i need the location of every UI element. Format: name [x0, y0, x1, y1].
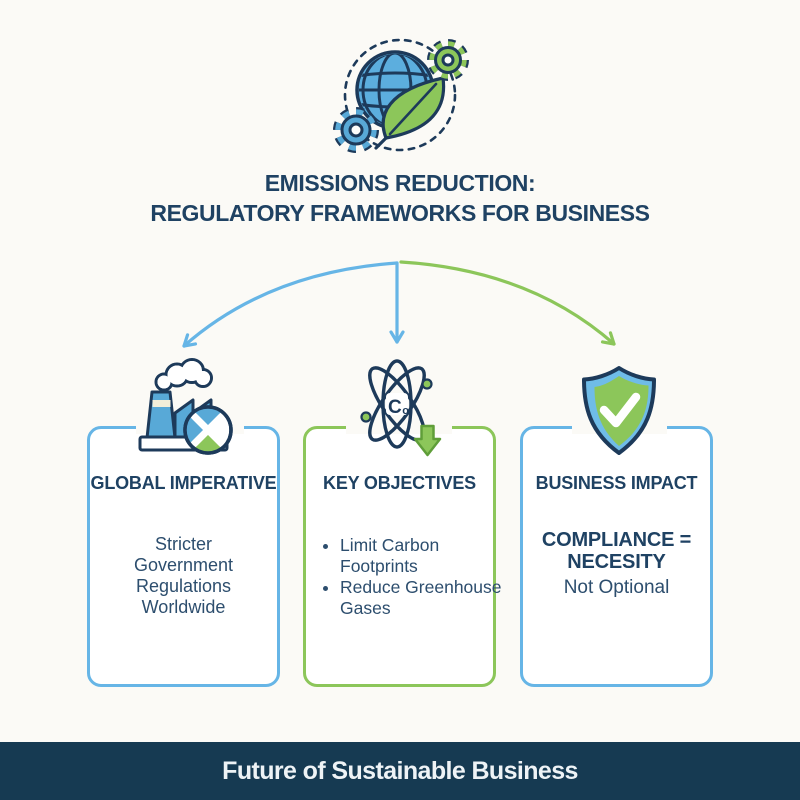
checkmark-icon: [599, 392, 641, 428]
card-title: BUSINESS IMPACT: [535, 473, 698, 493]
statement-line: NECESITY: [567, 551, 666, 573]
restriction-badge-icon: [183, 405, 233, 455]
card-global-imperative: GLOBAL IMPERATIVE Stricter Government Re…: [87, 426, 280, 687]
card-title: GLOBAL IMPERATIVE: [90, 473, 277, 493]
atom-core: [386, 393, 408, 415]
arrow-left-icon: [182, 261, 399, 348]
gear-icon-green: [427, 39, 469, 81]
factory-emissions-icon: [138, 358, 233, 455]
smokestack-band: [152, 400, 171, 407]
atom-orbits: [368, 359, 426, 449]
body-line: Government: [133, 555, 234, 575]
statement-line: COMPLIANCE =: [541, 529, 692, 551]
branch-arrows: [182, 260, 616, 348]
arrow-right-icon: [399, 260, 616, 346]
objectives-list: Limit Carbon Footprints Reduce Greenhous…: [320, 535, 506, 619]
card-body: Stricter Government Regulations Worldwid…: [90, 534, 277, 618]
list-item: Limit Carbon Footprints: [340, 535, 506, 577]
compliance-statement: COMPLIANCE = NECESITY Not Optional: [523, 529, 710, 599]
card-title: KEY OBJECTIVES: [323, 473, 476, 493]
card-business-impact: BUSINESS IMPACT COMPLIANCE = NECESITY No…: [520, 426, 713, 687]
shield-checkmark-icon: [582, 366, 656, 455]
body-line: Worldwide: [141, 597, 226, 617]
gear-icon-blue: [333, 107, 379, 153]
dashed-orbit-circle: [343, 38, 457, 152]
page-title-line2: REGULATORY FRAMEWORKS FOR BUSINESS: [150, 200, 650, 226]
smokestack: [145, 390, 177, 440]
page-title: EMISSIONS REDUCTION: REGULATORY FRAMEWOR…: [0, 168, 800, 228]
body-line: Regulations: [135, 576, 232, 596]
footer-label: Future of Sustainable Business: [222, 756, 578, 785]
electron-dots: [360, 378, 433, 423]
list-item: Reduce Greenhouse Gases: [340, 577, 506, 619]
atom-co2-reduction-icon: Co: [360, 359, 442, 457]
down-arrow-icon: [413, 424, 442, 457]
globe-leaf-gears-icon: [333, 38, 469, 153]
smoke-cloud-icon: [154, 358, 213, 392]
page-title-line1: EMISSIONS REDUCTION:: [264, 170, 536, 196]
body-line: Stricter: [154, 534, 212, 554]
footer-banner: Future of Sustainable Business: [0, 742, 800, 800]
statement-subtext: Not Optional: [563, 577, 670, 598]
card-key-objectives: KEY OBJECTIVES Limit Carbon Footprints R…: [303, 426, 502, 687]
atom-symbol: Co: [388, 397, 409, 418]
